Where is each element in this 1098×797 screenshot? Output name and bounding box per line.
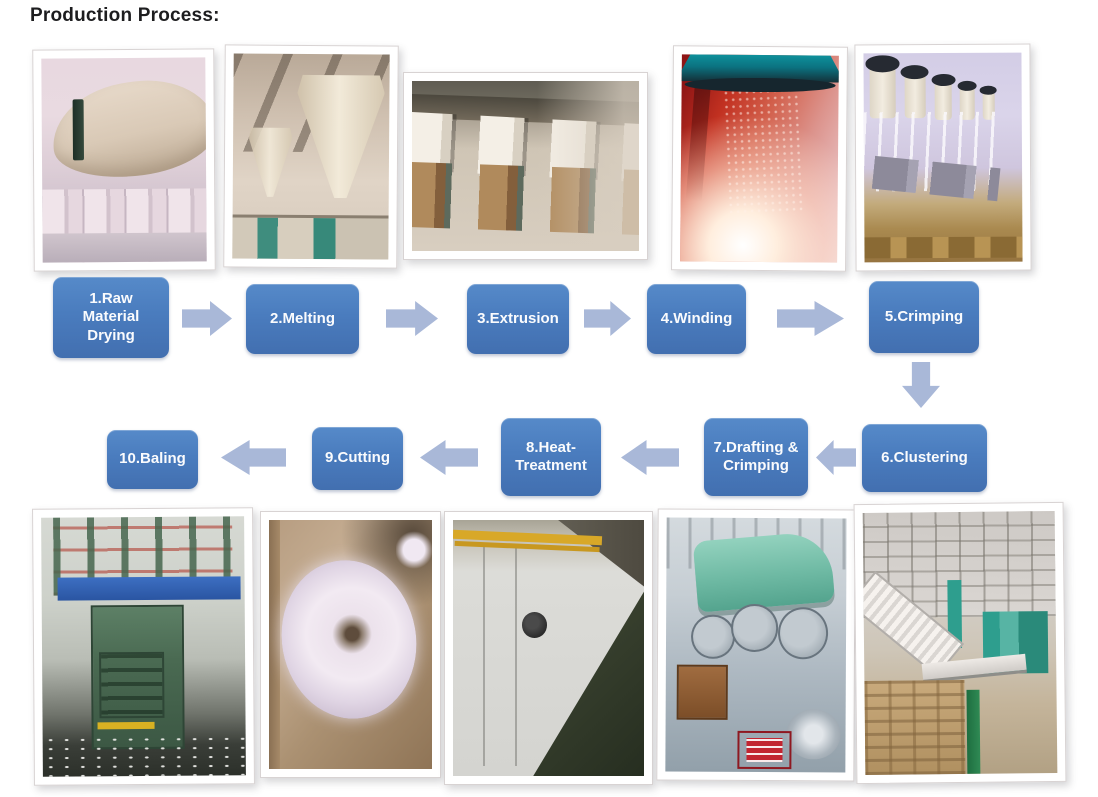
photo-content <box>863 52 1023 263</box>
heat-treatment-oven-photo <box>444 511 653 785</box>
photo-detail <box>536 81 639 251</box>
photo-content <box>41 516 246 777</box>
step-clustering: 6.Clustering <box>862 424 987 492</box>
step-melting: 2.Melting <box>246 284 359 354</box>
step-baling: 10.Baling <box>107 430 198 489</box>
photo-detail <box>864 679 966 775</box>
photo-detail <box>269 549 429 730</box>
section-title: Production Process: <box>30 5 220 26</box>
photo-detail <box>396 529 432 570</box>
photo-detail <box>777 607 829 660</box>
fiber-coil-photo <box>260 511 441 778</box>
photo-detail <box>691 614 735 660</box>
step-crimping: 5.Crimping <box>869 281 979 353</box>
photo-content <box>232 53 390 260</box>
photo-detail <box>453 545 541 766</box>
photo-content <box>269 520 432 769</box>
arrow-left-icon <box>420 440 478 475</box>
photo-content <box>412 81 639 251</box>
photo-detail <box>232 214 389 260</box>
step-winding: 4.Winding <box>647 284 746 354</box>
photo-content <box>862 511 1058 775</box>
photo-detail <box>46 72 207 187</box>
photo-detail <box>57 575 241 601</box>
photo-detail <box>42 232 207 263</box>
photo-detail <box>269 520 281 769</box>
clustering-line-photo <box>853 501 1067 785</box>
melting-hopper-photo <box>223 44 399 269</box>
arrow-left-icon <box>221 440 286 475</box>
arrow-right-icon <box>584 301 631 336</box>
step-drafting-crimping: 7.Drafting & Crimping <box>704 418 808 496</box>
photo-detail <box>686 87 711 202</box>
photo-content <box>41 57 207 263</box>
photo-detail <box>676 664 728 720</box>
extrusion-line-photo <box>403 72 648 260</box>
arrow-right-icon <box>777 301 844 336</box>
photo-detail <box>737 731 792 770</box>
arrow-left-icon <box>621 440 679 475</box>
photo-detail <box>864 236 1023 259</box>
photo-content <box>680 54 839 263</box>
photo-detail <box>730 604 779 652</box>
arrow-right-icon <box>386 301 438 336</box>
photo-detail <box>248 127 292 201</box>
step-cutting: 9.Cutting <box>312 427 403 490</box>
step-extrusion: 3.Extrusion <box>467 284 569 354</box>
photo-detail <box>521 612 547 638</box>
arrow-left-icon <box>816 440 856 475</box>
photo-detail <box>722 86 804 219</box>
photo-detail <box>966 689 981 774</box>
photo-detail <box>786 708 841 760</box>
photo-content <box>453 520 644 776</box>
arrow-down-icon <box>902 362 940 408</box>
photo-content <box>665 517 847 773</box>
step-raw-material-drying: 1.Raw Material Drying <box>53 277 169 358</box>
photo-detail <box>42 733 246 777</box>
winding-furnace-photo <box>671 45 848 272</box>
crimping-spools-photo <box>854 43 1032 272</box>
photo-detail <box>98 651 165 719</box>
photo-detail <box>97 721 155 730</box>
photo-detail <box>869 63 896 119</box>
photo-detail <box>72 99 84 161</box>
drafting-machine-photo <box>656 508 856 782</box>
photo-detail <box>692 530 835 613</box>
baling-press-photo <box>32 507 255 786</box>
arrow-right-icon <box>182 301 232 336</box>
step-heat-treatment: 8.Heat-Treatment <box>501 418 601 496</box>
raw-material-drying-photo <box>32 48 216 272</box>
